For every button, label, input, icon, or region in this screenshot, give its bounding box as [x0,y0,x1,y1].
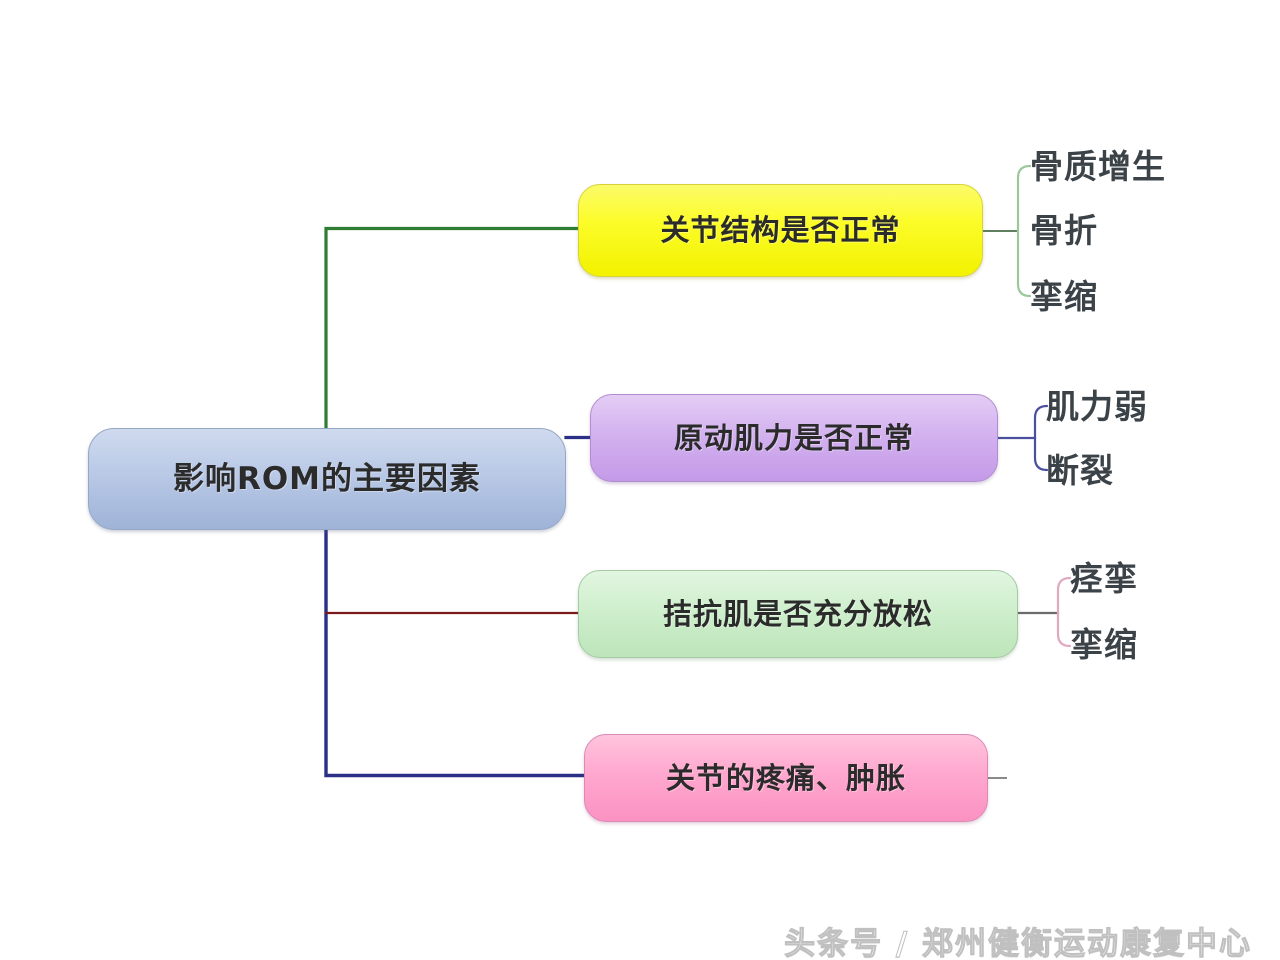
branch-node-joint-structure[interactable]: 关节结构是否正常 [578,184,983,277]
leaf-spasm: 痉挛 [1070,559,1138,598]
branch-node-label: 拮抗肌是否充分放松 [662,596,933,631]
leaf-contracture-1: 挛缩 [1030,277,1098,316]
branch-node-label: 关节的疼痛、肿胀 [665,760,906,795]
bracket-b1 [1016,164,1032,298]
root-node[interactable]: 影响ROM的主要因素 [88,428,566,530]
branch-node-label: 关节结构是否正常 [660,213,901,247]
branch-node-label: 原动肌力是否正常 [673,420,914,455]
branch-node-agonist-strength[interactable]: 原动肌力是否正常 [590,394,998,482]
leaf-contracture-2: 挛缩 [1070,625,1138,664]
leaf-fracture: 骨折 [1030,211,1098,250]
branch-node-antagonist-relaxation[interactable]: 拮抗肌是否充分放松 [578,570,1018,658]
branch-node-joint-pain-swelling[interactable]: 关节的疼痛、肿胀 [584,734,988,822]
leaf-bone-hyperplasia: 骨质增生 [1030,147,1166,186]
bracket-b3 [1056,576,1072,648]
leaf-rupture: 断裂 [1046,451,1114,490]
root-node-label: 影响ROM的主要因素 [172,460,482,497]
watermark-text: 头条号 / 郑州健衡运动康复中心 [784,926,1252,960]
leaf-muscle-weakness: 肌力弱 [1046,387,1148,426]
